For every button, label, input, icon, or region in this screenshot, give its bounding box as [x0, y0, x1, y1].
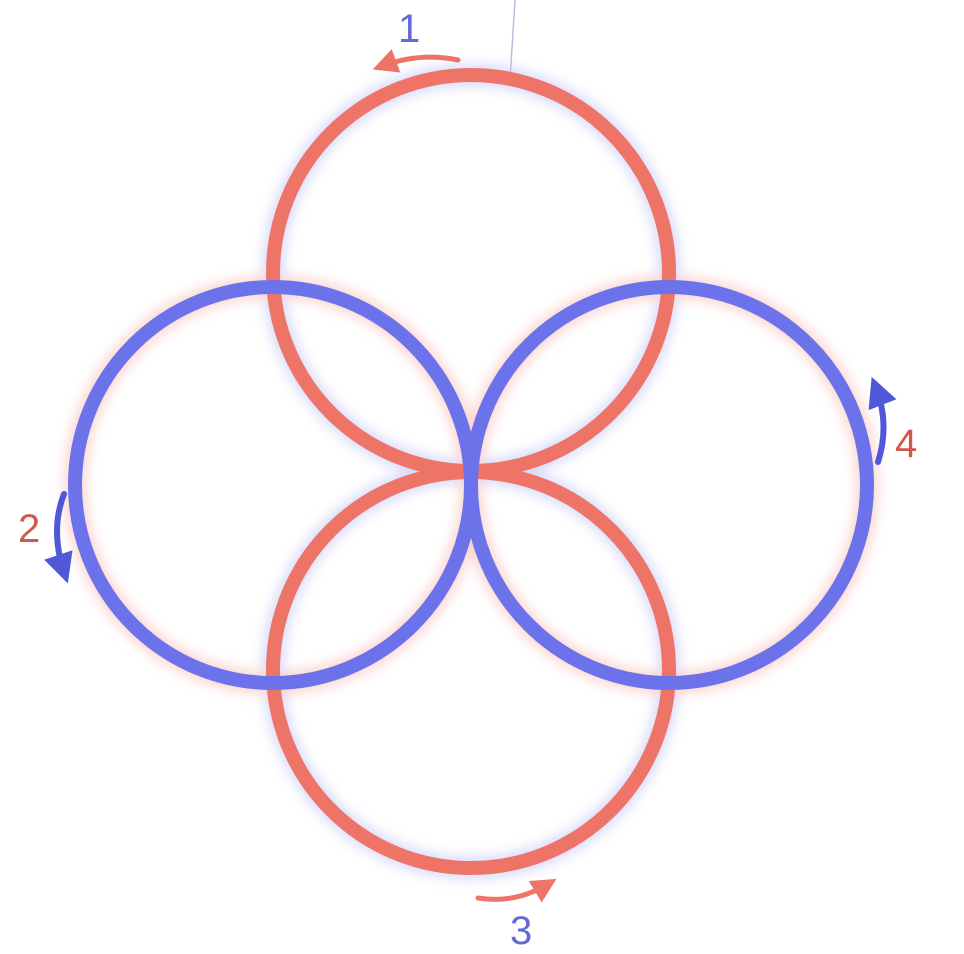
label-3: 3: [510, 909, 532, 953]
label-2: 2: [18, 507, 40, 551]
right-circle: [464, 280, 874, 690]
label-4: 4: [895, 422, 917, 466]
arrow-3-icon: [475, 878, 557, 903]
label-1: 1: [398, 7, 420, 51]
top-circle: [266, 68, 676, 478]
arrow-1-icon: [372, 49, 461, 73]
stray-line: [509, 0, 516, 81]
arrow-4-icon: [868, 376, 897, 465]
arrow-2-icon: [44, 491, 73, 584]
